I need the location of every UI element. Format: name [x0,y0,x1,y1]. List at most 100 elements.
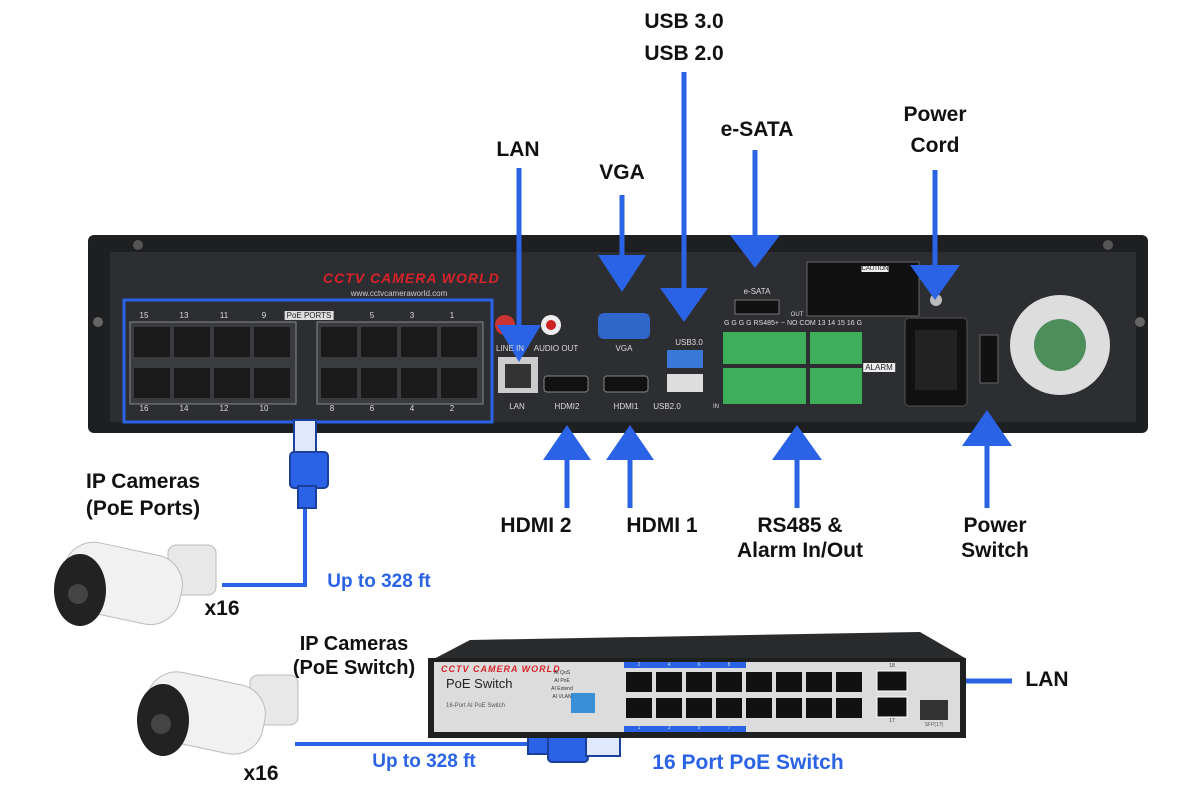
hdmi2-callout: HDMI 2 [500,514,572,537]
terminal-labels: G G G G RS485+ − NO COM 13 14 15 16 G [723,320,863,327]
nvr-poe-port [321,327,357,357]
switch-port-number: 2 [637,662,641,668]
nvr-port-number: 1 [449,311,455,320]
switch-port-number: 8 [727,662,731,668]
nvr-port-number: 9 [261,311,267,320]
switch-poe-port [716,672,742,692]
hdmi1-callout: HDMI 1 [626,514,698,537]
switch-port-number: 15 [846,725,852,731]
switch-port-number: 5 [697,725,701,731]
switch-port-number: 17 [889,718,895,724]
usb2-port [667,374,703,392]
switch-port-number: 13 [816,725,822,731]
distance-b: Up to 328 ft [372,751,476,772]
terminal-block-1 [723,332,806,364]
switch-port-number: 1 [637,725,641,731]
switch-port-number: 18 [889,663,895,669]
switch-poe-port [806,672,832,692]
out-label: OUT [790,312,804,318]
sfp-label: SFP(17) [924,722,944,728]
rs485-callout-line1: RS485 & [757,514,843,537]
switch-poe-port [626,672,652,692]
lan-panel-label: LAN [509,402,525,411]
vga-panel-label: VGA [615,344,633,353]
nvr-poe-port [401,327,437,357]
lan-callout: LAN [496,138,540,161]
alarm-label: ALARM [863,363,895,372]
hdmi2-port [543,375,589,393]
switch-poe-port [626,698,652,718]
switch-brand-logo: CCTV CAMERA WORLD [441,664,561,674]
nvr-port-number: 2 [449,404,455,413]
in-label: IN [713,404,719,410]
poe-ports-label: PoE PORTS [284,311,334,320]
camera-count-b: x16 [243,762,279,785]
nvr-port-number: 8 [329,404,335,413]
switch-lan-callout: LAN [1025,668,1069,691]
ip-cameras-switch-line1: IP Cameras [299,633,409,655]
switch-port-number: 16 [846,662,852,668]
switch-poe-port [836,698,862,718]
nvr-poe-port [174,368,210,398]
power-cord-callout-line2: Cord [910,134,960,157]
switch-poe-port [686,672,712,692]
callout-arrows [222,72,1012,746]
power-switch-rocker [979,334,999,384]
switch-poe-port [686,698,712,718]
switch-poe-port [836,672,862,692]
switch-caption: 16 Port PoE Switch [652,751,844,774]
switch-port-number: 4 [667,662,671,668]
switch-mode-label: AI PoE [554,678,570,684]
nvr-poe-port [401,368,437,398]
power-switch-callout-line1: Power [963,514,1027,537]
switch-port-number: 10 [756,662,762,668]
uplink-port-18 [876,670,908,692]
switch-poe-port [656,672,682,692]
line-in-label: LINE IN [495,344,525,353]
rj45-connector-a [289,419,329,509]
switch-poe-port [746,672,772,692]
switch-port-number: 3 [667,725,671,731]
dip-switch [571,693,595,713]
switch-port-number: 14 [816,662,822,668]
nvr-port-number: 6 [369,404,375,413]
nvr-poe-port [134,368,170,398]
rs485-callout-line2: Alarm In/Out [736,539,864,562]
nvr-port-number: 12 [219,404,229,413]
nvr-poe-port [134,327,170,357]
terminal-block-2 [810,332,862,364]
esata-callout: e-SATA [720,118,794,141]
usb20-callout: USB 2.0 [644,42,724,65]
nvr-poe-port [214,368,250,398]
switch-mode-label: AI QoS [553,670,571,676]
uplink-port-17 [876,696,908,718]
ip-cameras-poe-line1: IP Cameras [85,470,201,493]
nvr-port-number: 10 [259,404,269,413]
switch-poe-port [716,698,742,718]
nvr-port-number: 5 [369,311,375,320]
switch-port-number: 6 [697,662,701,668]
vga-port [598,313,650,339]
switch-poe-port [806,698,832,718]
usb30-panel-label: USB3.0 [675,338,703,347]
ip-cameras-poe-line2: (PoE Ports) [85,497,201,520]
nvr-website: www.cctvcameraworld.com [350,289,448,298]
audio-out-label: AUDIO OUT [533,344,579,353]
nvr-poe-port [441,327,477,357]
distance-a: Up to 328 ft [327,571,431,592]
switch-port-number: 12 [786,662,792,668]
power-switch-callout-line2: Switch [961,539,1029,562]
switch-port-number: 7 [727,725,731,731]
switch-mode-label: AI VLAN [552,694,572,700]
nvr-port-number: 7 [329,311,335,320]
nvr-port-number: 4 [409,404,415,413]
nvr-port-number: 3 [409,311,415,320]
switch-port-number: 9 [757,725,761,731]
bullet-camera-b [137,671,299,756]
nvr-poe-port [441,368,477,398]
usb3-port [667,350,703,368]
esata-port [734,299,780,315]
usb30-callout: USB 3.0 [644,10,724,33]
switch-subtitle: 16-Port AI PoE Switch [446,703,506,709]
